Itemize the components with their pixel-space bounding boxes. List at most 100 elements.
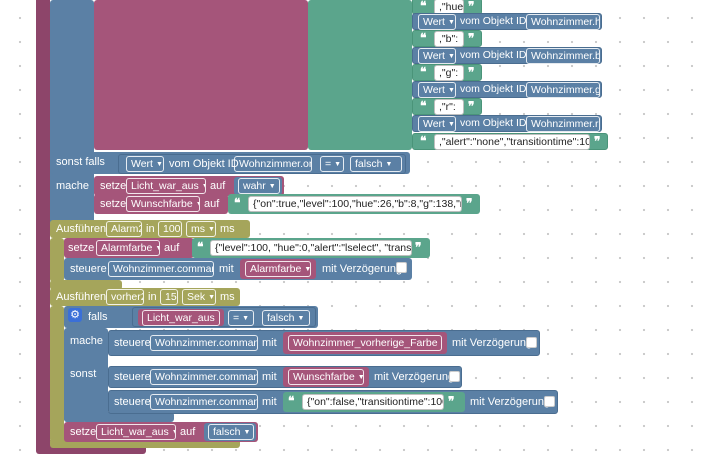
falls-label: falls — [88, 311, 108, 323]
then-var-dropdown[interactable]: Wohnzimmer_vorherige_Farbe▼ — [288, 335, 442, 351]
quote-open-icon: ❝ — [420, 99, 427, 113]
bool-dropdown[interactable]: wahr▼ — [238, 178, 280, 194]
mit-label-3: mit — [262, 371, 277, 383]
compare-block[interactable] — [118, 154, 406, 174]
timer-block-vorher2[interactable] — [50, 288, 240, 306]
quote-open-icon-3: ❝ — [288, 394, 295, 408]
setze-label-2: setze — [100, 198, 127, 210]
timer-rail-alarm2 — [50, 238, 64, 282]
text-segment-field[interactable]: ,"alert":"none","transitiontime":100} — [434, 134, 590, 150]
string-value-field[interactable]: {"on":true,"level":100,"hue":26,"b":8,"g… — [248, 196, 462, 212]
else2-delay-checkbox[interactable] — [544, 396, 555, 407]
timer-name-field[interactable]: Alarm2 — [106, 221, 142, 237]
final-bool-dropdown[interactable]: falsch▼ — [208, 424, 254, 440]
quote-close-icon: ❞ — [468, 31, 475, 45]
quote-open-icon: ❝ — [420, 31, 427, 45]
then-delay-checkbox[interactable] — [526, 337, 537, 348]
then-target-field[interactable]: Wohnzimmer.command — [150, 335, 258, 351]
final-bool-block[interactable] — [204, 423, 256, 441]
delay-checkbox[interactable] — [396, 262, 407, 273]
object-id-field[interactable]: Wohnzimmer.on — [234, 156, 312, 172]
then-var-block[interactable] — [283, 332, 447, 354]
alarm-var-dropdown[interactable]: Alarmfarbe▼ — [96, 240, 160, 256]
quote-close-icon: ❞ — [466, 196, 473, 210]
object-id-field[interactable]: Wohnzimmer.b — [526, 48, 600, 64]
object-value-block[interactable] — [412, 47, 602, 64]
quote-close-icon: ❞ — [594, 134, 601, 148]
timer-bottom-alarm2 — [50, 280, 122, 290]
text-segment-field[interactable]: ,"hue": — [434, 0, 464, 15]
if-else-rail — [64, 328, 108, 422]
alarm-string-field[interactable]: {"level":100, "hue":0,"alert":"lselect",… — [210, 240, 412, 256]
final-var-dropdown[interactable]: Licht_war_aus▼ — [96, 424, 176, 440]
control-block-alarm[interactable] — [64, 258, 412, 280]
setze-label-3: setze — [68, 242, 95, 254]
variable-dropdown[interactable]: Licht_war_aus▼ — [126, 178, 206, 194]
value-dropdown[interactable]: Wert▼ — [418, 82, 456, 98]
operator-dropdown[interactable]: =▼ — [320, 156, 344, 172]
else2-target-field[interactable]: Wohnzimmer.command — [150, 394, 258, 410]
variable-dropdown-2[interactable]: Wunschfarbe▼ — [126, 196, 200, 212]
delay-field[interactable]: 100 — [158, 221, 182, 237]
in-label: in — [146, 223, 155, 235]
mache-label-2: mache — [70, 335, 104, 347]
quote-close-icon: ❞ — [468, 0, 475, 13]
mit-label: mit — [219, 263, 234, 275]
value-dropdown[interactable]: Wert▼ — [418, 48, 456, 64]
steuere-label-3: steuere — [114, 371, 151, 383]
delay-field-2[interactable]: 15 — [160, 289, 178, 305]
else1-target-field[interactable]: Wohnzimmer.command — [150, 369, 258, 385]
mit-label-2: mit — [262, 337, 277, 349]
cond-var-block[interactable] — [138, 309, 224, 326]
text-segment-field[interactable]: ,"g": — [434, 65, 464, 81]
cond-bool-block[interactable] — [258, 309, 312, 326]
else1-var-block[interactable] — [283, 367, 369, 387]
else1-delay-checkbox[interactable] — [449, 371, 460, 382]
object-id-field[interactable]: Wohnzimmer.g — [526, 82, 600, 98]
timer-name-field-2[interactable]: vorher2 — [106, 289, 144, 305]
alarm-var-get-block[interactable] — [240, 259, 316, 279]
alarm-var-get-dropdown[interactable]: Alarmfarbe▼ — [245, 261, 311, 277]
then-delay-label: mit Verzögerung — [452, 337, 533, 349]
cond-bool-dropdown[interactable]: falsch▼ — [262, 310, 310, 326]
value-dropdown[interactable]: Wert▼ — [418, 116, 456, 132]
set-variable-block-top[interactable] — [94, 0, 308, 150]
object-value-block[interactable] — [412, 13, 602, 30]
vom-objekt-label: vom Objekt ID — [460, 15, 527, 27]
object-id-field[interactable]: Wohnzimmer.hue — [526, 14, 600, 30]
value-dropdown[interactable]: Wert▼ — [126, 156, 164, 172]
object-value-block[interactable] — [412, 81, 602, 98]
steuere-label-2: steuere — [114, 337, 151, 349]
quote-open-icon: ❝ — [420, 134, 427, 148]
text-segment-field[interactable]: ,"b": — [434, 31, 464, 47]
text-segment-field[interactable]: ,"r": — [434, 99, 464, 115]
gear-icon[interactable]: ⚙ — [68, 308, 82, 322]
else2-string-field[interactable]: {"on":false,"transitiontime":100} — [302, 394, 444, 410]
control-target-field[interactable]: Wohnzimmer.command — [108, 261, 214, 277]
compare-value-dropdown[interactable]: falsch▼ — [350, 156, 402, 172]
vom-objekt-label: vom Objekt ID — [460, 83, 527, 95]
ausfuehren-label-2: Ausführen — [56, 291, 107, 303]
mache-label: mache — [56, 180, 90, 192]
quote-close-icon: ❞ — [468, 65, 475, 79]
unit-dropdown-2[interactable]: Sek▼ — [182, 289, 216, 305]
steuere-label-4: steuere — [114, 396, 151, 408]
value-dropdown[interactable]: Wert▼ — [418, 14, 456, 30]
ausfuehren-label: Ausführen — [56, 223, 107, 235]
unit-dropdown[interactable]: ms▼ — [186, 221, 216, 237]
cond-var-dropdown[interactable]: Licht_war_aus▼ — [142, 310, 220, 326]
object-value-block[interactable] — [412, 115, 602, 132]
bool-block[interactable] — [234, 177, 282, 195]
else1-var-dropdown[interactable]: Wunschfarbe▼ — [288, 369, 364, 385]
cond-operator-dropdown[interactable]: =▼ — [228, 310, 254, 326]
quote-close-icon-2: ❞ — [415, 240, 422, 254]
sonst-falls-label: sonst falls — [56, 156, 105, 168]
quote-close-icon-3: ❞ — [448, 394, 455, 408]
setze-label: setze — [100, 180, 127, 192]
in-label-2: in — [148, 291, 157, 303]
auf-label: auf — [210, 180, 226, 192]
object-id-field[interactable]: Wohnzimmer.r — [526, 116, 600, 132]
auf-label-2: auf — [204, 198, 220, 210]
timer-block-alarm2[interactable] — [50, 220, 250, 238]
join-text-block[interactable] — [308, 0, 412, 150]
